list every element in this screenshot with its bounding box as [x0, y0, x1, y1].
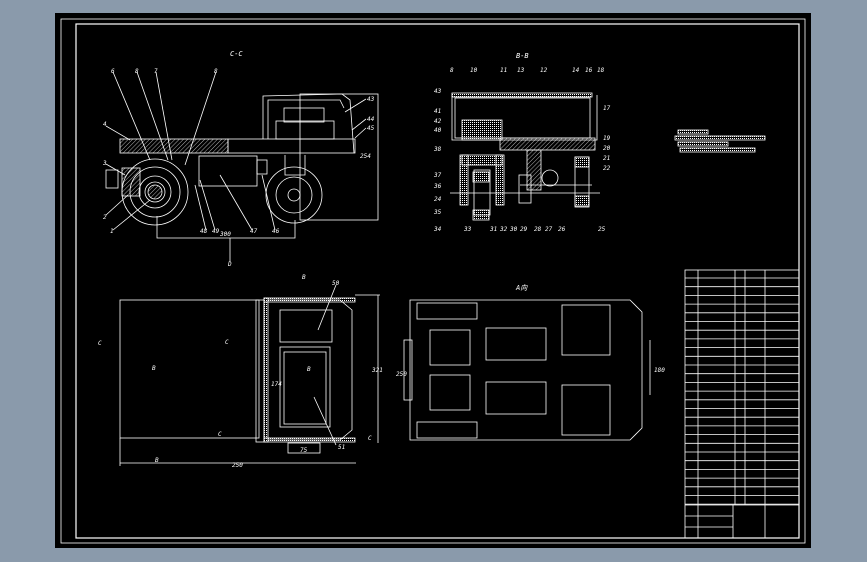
balloon: 34: [433, 226, 442, 233]
balloon: 43: [434, 88, 442, 95]
balloon: 26: [558, 226, 566, 233]
section-mark: B: [152, 365, 156, 372]
section-mark: C: [368, 435, 372, 442]
section-mark: B: [307, 366, 311, 373]
balloon: 4: [103, 121, 107, 128]
balloon: 1: [110, 228, 114, 235]
balloon: 47: [250, 228, 258, 235]
dim-bottom: 75: [300, 447, 308, 454]
view-title: A向: [515, 284, 528, 292]
section-mark: C: [218, 431, 222, 438]
balloon: 36: [433, 183, 442, 190]
balloon: 38: [433, 146, 442, 153]
balloon: 30: [509, 226, 518, 233]
balloon: 3: [102, 160, 107, 167]
balloon: 21: [603, 155, 610, 162]
balloon: 28: [534, 226, 542, 233]
balloon: 24: [434, 196, 442, 203]
balloon: 29: [520, 226, 528, 233]
balloon: 27: [545, 226, 553, 233]
balloon: 49: [212, 228, 220, 235]
balloon: 22: [603, 165, 611, 172]
balloon: 43: [367, 96, 375, 103]
balloon: 19: [603, 135, 611, 142]
view-title: B-B: [516, 52, 529, 60]
balloon: 7: [154, 68, 158, 75]
balloon: 8: [135, 68, 139, 75]
balloon: 32: [499, 226, 508, 233]
dim-width: 300: [219, 231, 231, 238]
dim-inner: 174: [271, 381, 282, 388]
balloon: 10: [470, 67, 478, 74]
dim-left: 250: [396, 371, 407, 378]
balloon: 41: [434, 108, 441, 115]
dim-height: 321: [371, 367, 383, 374]
section-mark: C: [225, 339, 229, 346]
balloon: 13: [517, 67, 525, 74]
balloon: 16: [585, 67, 593, 74]
balloon: 50: [332, 280, 340, 287]
balloon: 48: [200, 228, 208, 235]
view-a: A向 250 180: [396, 284, 665, 441]
balloon: 11: [500, 67, 507, 74]
dim-width: 250: [232, 462, 243, 469]
section-cc-view: C-C 300 254 D 6 8 7 8 4 3: [102, 50, 379, 268]
balloon: 20: [603, 145, 611, 152]
balloon: 17: [603, 105, 611, 112]
balloon: 8: [450, 67, 454, 74]
section-mark: C: [98, 340, 102, 347]
plan-view: 250 321 174 75 B B B B C C C C 50 51: [98, 274, 383, 469]
dim-right: 180: [654, 367, 665, 374]
balloon: 2: [103, 214, 107, 221]
balloon: 14: [572, 67, 580, 74]
section-bb-view: B-B: [450, 52, 600, 221]
section-mark: B: [302, 274, 306, 281]
hatched-frame: [119, 138, 229, 154]
section-mark: B: [155, 457, 159, 464]
balloon: 37: [433, 172, 442, 179]
balloon-leaders: [105, 71, 367, 231]
balloon: 31: [489, 226, 497, 233]
balloon: 33: [463, 226, 472, 233]
balloon: 46: [272, 228, 280, 235]
balloon: 40: [434, 127, 442, 134]
balloon: 8: [214, 68, 218, 75]
parts-list-table: [684, 269, 800, 539]
view-title: C-C: [230, 50, 243, 58]
balloon: 18: [597, 67, 605, 74]
balloon: 42: [434, 118, 442, 125]
dim-height: 254: [360, 153, 371, 160]
balloon: 44: [367, 116, 375, 123]
balloon: 12: [540, 67, 548, 74]
outer-border: [60, 18, 806, 544]
balloon: 45: [367, 125, 375, 132]
section-mark: D: [227, 261, 232, 268]
balloon: 35: [433, 209, 442, 216]
technical-notes: [674, 129, 766, 153]
balloon: 6: [111, 68, 115, 75]
balloon: 51: [338, 444, 345, 451]
balloon: 25: [598, 226, 606, 233]
